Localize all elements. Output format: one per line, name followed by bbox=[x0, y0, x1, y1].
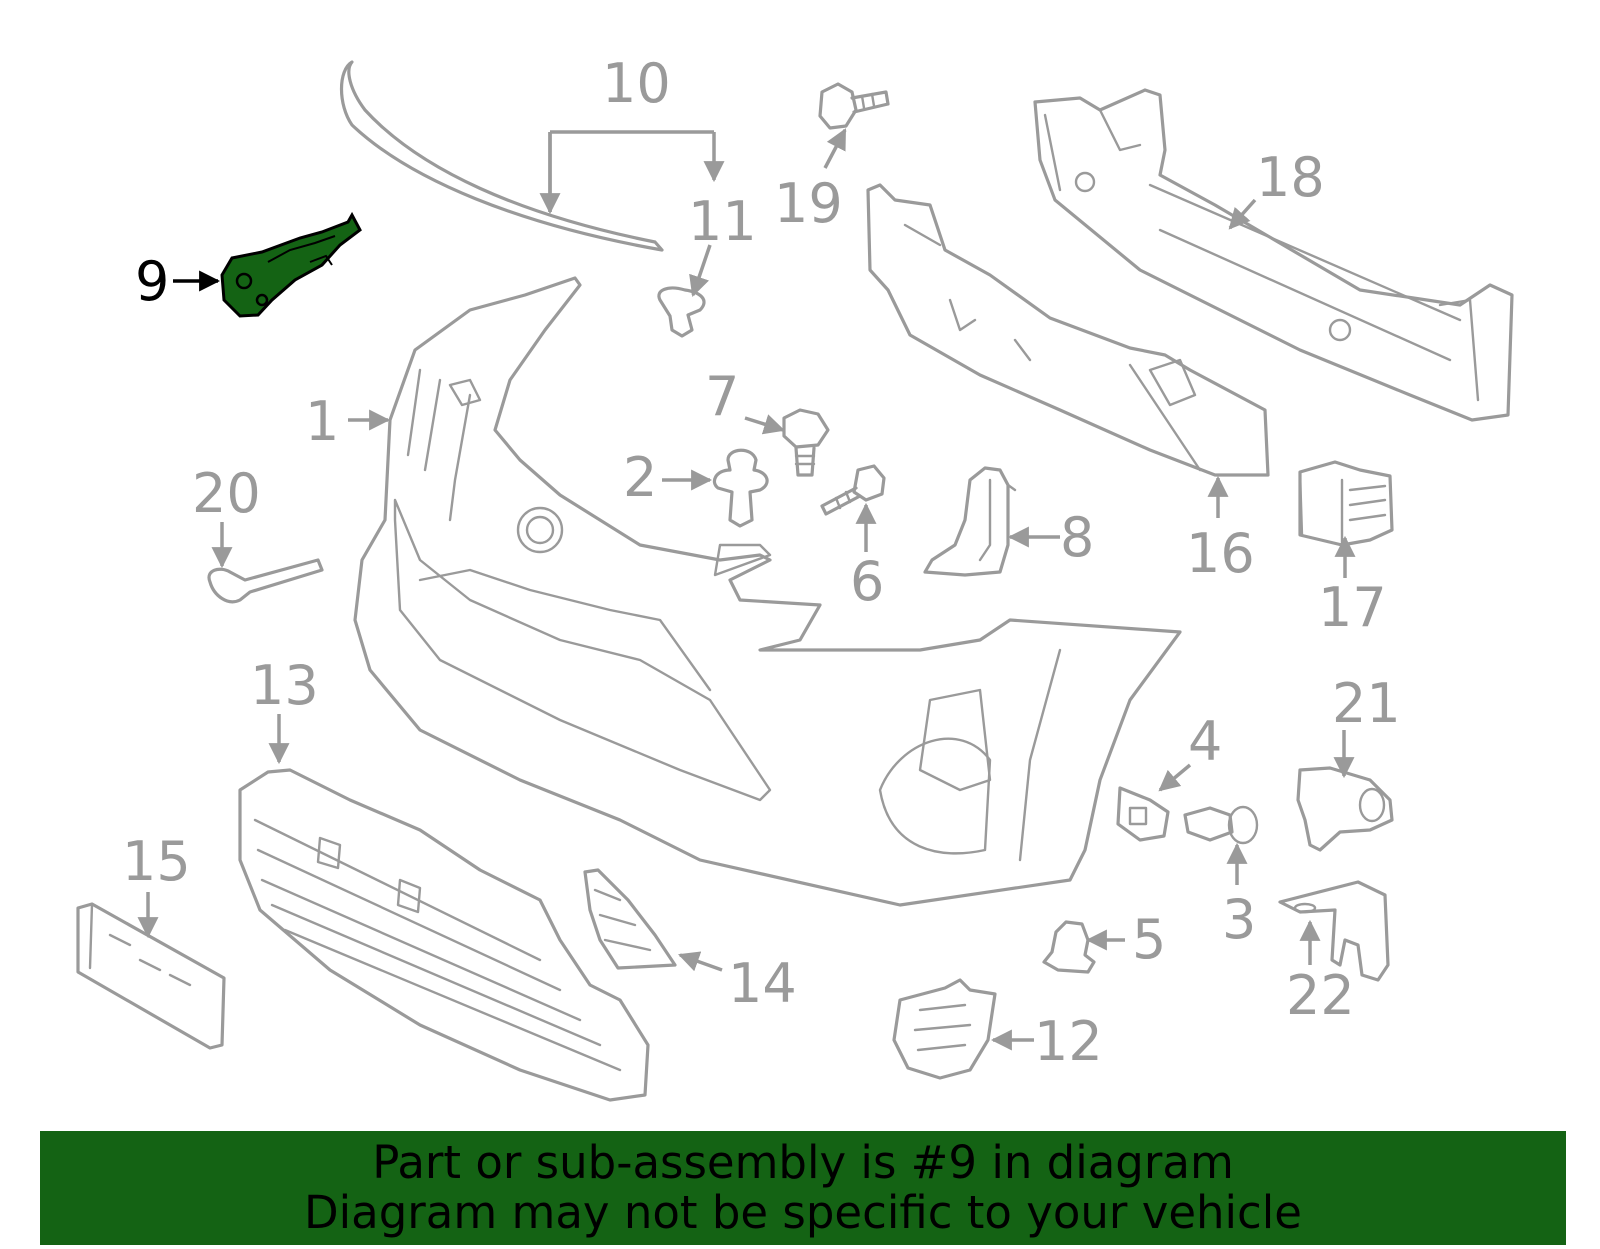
part-14-grille-insert bbox=[583, 868, 677, 970]
part-10-molding bbox=[340, 60, 664, 252]
part-4-nut bbox=[1116, 786, 1170, 842]
callout-21: 21 bbox=[1332, 672, 1401, 735]
callout-11: 11 bbox=[688, 190, 757, 253]
callout-labels: 1 2 3 4 5 6 7 8 9 10 11 12 13 14 15 16 1… bbox=[122, 52, 1401, 1073]
part-12-fog-cover bbox=[892, 978, 997, 1080]
part-7-bolt bbox=[782, 408, 830, 477]
callout-22: 22 bbox=[1286, 964, 1355, 1027]
callout-13: 13 bbox=[250, 654, 319, 717]
callout-4: 4 bbox=[1188, 710, 1222, 773]
callout-1: 1 bbox=[305, 390, 339, 453]
callout-arrows bbox=[137, 128, 1356, 1051]
part-21-connector bbox=[1296, 766, 1394, 852]
callout-10-bracket bbox=[539, 130, 714, 215]
callout-3: 3 bbox=[1222, 888, 1256, 951]
part-15-plate-bracket bbox=[76, 902, 226, 1050]
callout-14: 14 bbox=[728, 952, 797, 1015]
banner-line-1: Part or sub-assembly is #9 in diagram bbox=[372, 1136, 1234, 1189]
part-19-bolt bbox=[818, 82, 890, 130]
callout-7: 7 bbox=[705, 365, 739, 428]
callout-17: 17 bbox=[1318, 576, 1387, 639]
part-11-clip bbox=[657, 286, 706, 338]
callout-10: 10 bbox=[602, 52, 671, 115]
part-20-bolt bbox=[207, 558, 324, 604]
part-5-clip-nut bbox=[1042, 920, 1096, 974]
callout-6: 6 bbox=[850, 550, 884, 613]
callout-15: 15 bbox=[122, 830, 191, 893]
callout-9: 9 bbox=[135, 250, 169, 313]
callout-8: 8 bbox=[1060, 506, 1094, 569]
part-8-bracket bbox=[923, 466, 1017, 577]
callout-20: 20 bbox=[192, 462, 261, 525]
callout-19: 19 bbox=[774, 172, 843, 235]
part-13-grille bbox=[238, 768, 650, 1102]
part-17-sensor bbox=[1298, 460, 1394, 547]
part-22-bracket bbox=[1278, 880, 1390, 982]
callout-12: 12 bbox=[1034, 1010, 1103, 1073]
part-3-bulb bbox=[1183, 805, 1259, 845]
part-18-reinforcement bbox=[1033, 88, 1514, 422]
banner-line-2: Diagram may not be specific to your vehi… bbox=[304, 1186, 1302, 1239]
callout-2: 2 bbox=[623, 446, 657, 509]
callout-16: 16 bbox=[1186, 522, 1255, 585]
part-9-bumper-bracket bbox=[220, 211, 362, 318]
info-banner: Part or sub-assembly is #9 in diagram Di… bbox=[40, 1131, 1566, 1245]
part-1-bumper-cover bbox=[353, 276, 1182, 907]
callout-5: 5 bbox=[1132, 908, 1166, 971]
callout-18: 18 bbox=[1256, 146, 1325, 209]
part-6-bolt bbox=[820, 464, 886, 516]
part-2-push-clip bbox=[712, 448, 769, 528]
part-16-absorber bbox=[866, 183, 1270, 477]
